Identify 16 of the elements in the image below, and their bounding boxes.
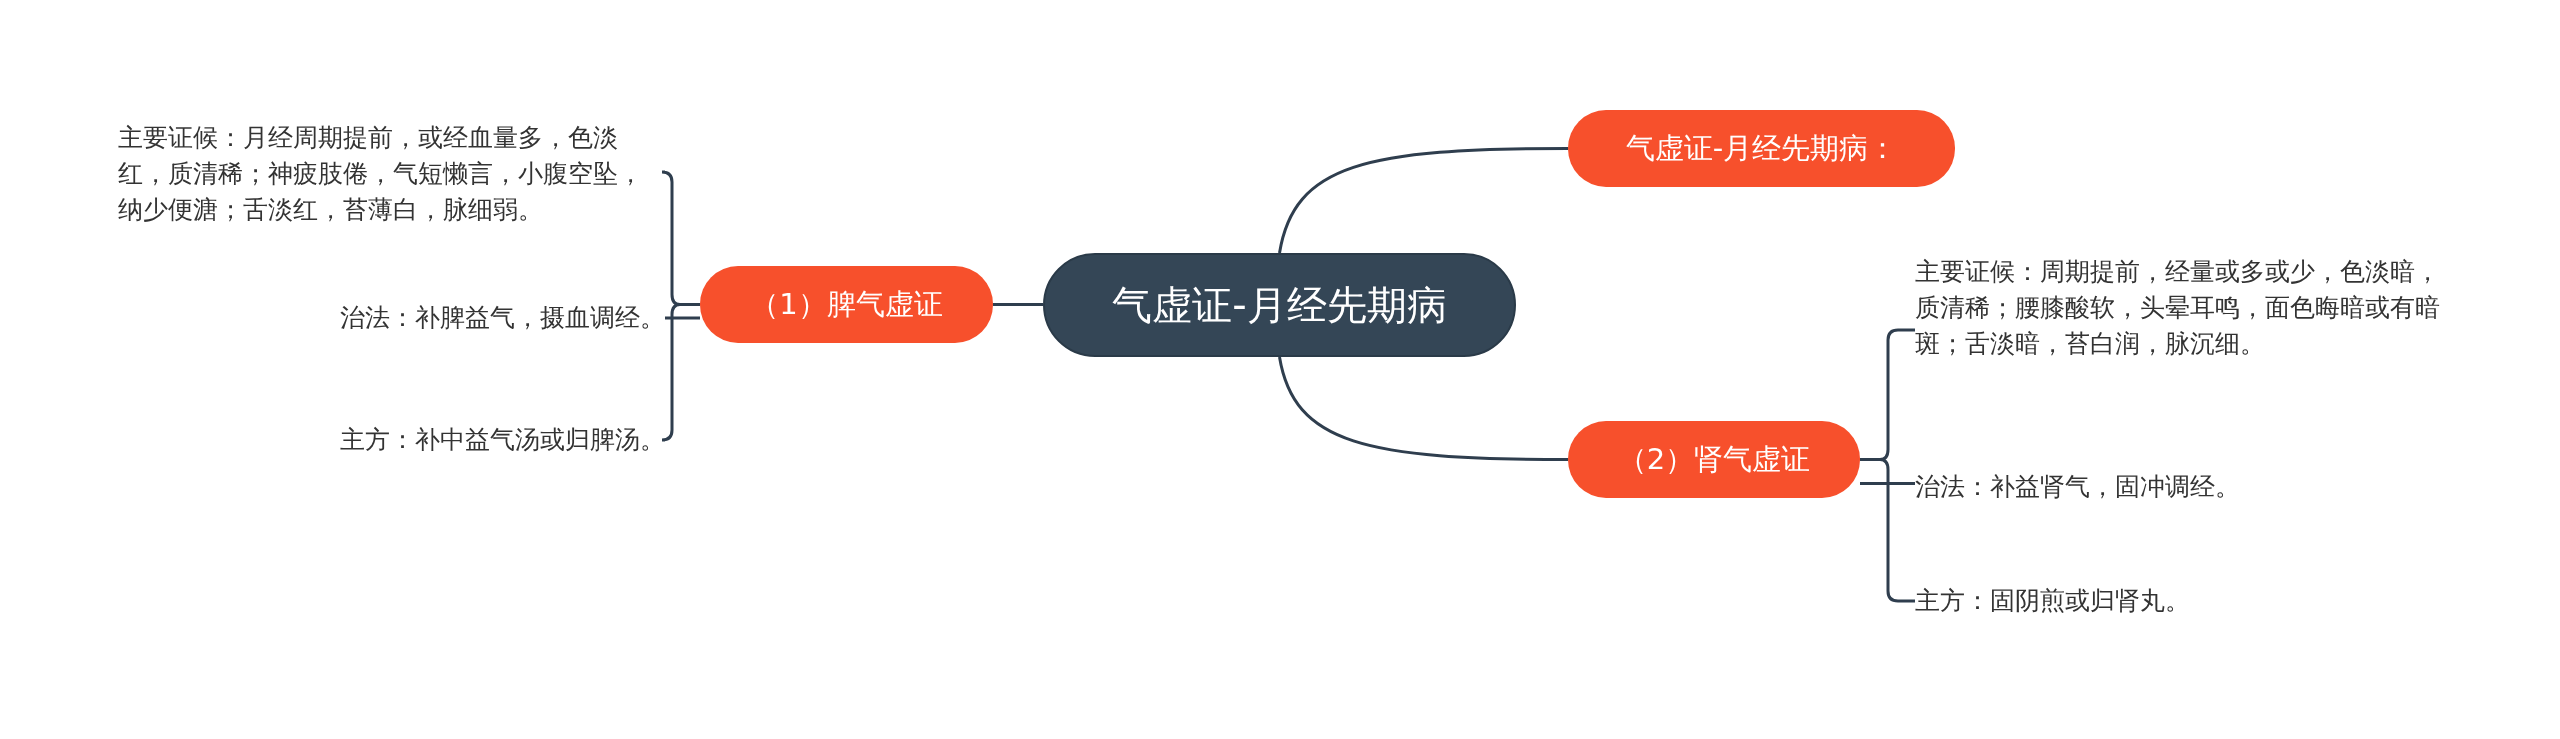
note-text: 主方：固阴煎或归肾丸。	[1915, 583, 2190, 619]
connector-line	[1278, 147, 1568, 254]
connector-line	[1860, 482, 1915, 485]
note-text: 治法：补脾益气，摄血调经。	[340, 300, 665, 336]
connector-line	[660, 303, 700, 442]
topic-box: （2）肾气虚证	[1568, 421, 1860, 498]
note-text: 主要证候：周期提前，经量或多或少，色淡暗，质清稀；腰膝酸软，头晕耳鸣，面色晦暗或有暗斑；舌淡暗，苔白润，脉沉细。	[1915, 254, 2455, 362]
central-topic: 气虚证-月经先期病	[1043, 253, 1516, 357]
connector-line	[993, 303, 1043, 306]
note-text: 主方：补中益气汤或归脾汤。	[340, 422, 665, 458]
topic-box: 气虚证-月经先期病：	[1568, 110, 1955, 187]
note-text: 治法：补益肾气，固冲调经。	[1915, 469, 2240, 505]
note-text: 主要证候：月经周期提前，或经血量多，色淡红，质清稀；神疲肢倦，气短懒言，小腹空坠，纳少便溏；舌淡红，苔薄白，脉细弱。	[118, 120, 665, 228]
topic-box: （1）脾气虚证	[700, 266, 993, 343]
connector-line	[1278, 356, 1568, 461]
connector-line	[665, 316, 700, 320]
